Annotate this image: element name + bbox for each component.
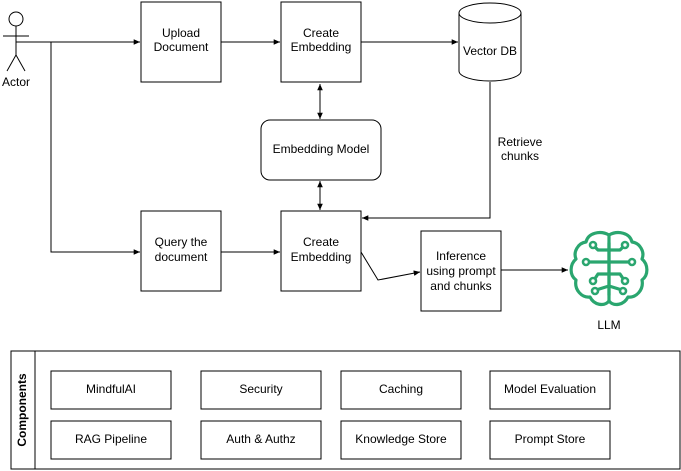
create-embedding-top-node	[280, 1, 362, 83]
actor-label: Actor	[2, 75, 30, 89]
create-embedding-top-label-line-1: Create	[303, 26, 339, 40]
inference-node	[420, 230, 502, 312]
vector-db-label: Vector DB	[463, 44, 517, 58]
component-auth-authz	[200, 420, 322, 460]
create-embedding-bottom-label-line-2: Embedding	[291, 250, 352, 264]
actor-stick-figure-icon	[3, 11, 29, 72]
component-prompt-store-label: Prompt Store	[515, 432, 586, 446]
component-mindfulai-label: MindfulAI	[86, 382, 136, 396]
llm-circuit-nodes	[581, 240, 637, 296]
create-embedding-bottom-node	[280, 210, 362, 292]
component-security-label: Security	[239, 382, 282, 396]
component-model-evaluation-label: Model Evaluation	[504, 382, 596, 396]
embedding-model-label: Embedding Model	[273, 142, 370, 156]
inference-label-line-1: Inference	[436, 249, 486, 263]
upload-document-node	[140, 1, 222, 83]
component-mindfulai	[50, 370, 172, 410]
upload-document-label-line-1: Upload	[162, 26, 200, 40]
component-security	[200, 370, 322, 410]
retrieve-chunks-label-line-2: chunks	[501, 149, 539, 163]
component-model-evaluation	[489, 370, 611, 410]
query-document-node	[140, 210, 222, 292]
llm-label: LLM	[597, 318, 620, 332]
component-prompt-store	[489, 420, 611, 460]
embedding-model-node	[260, 119, 382, 181]
inference-label-line-2: using prompt	[426, 264, 496, 278]
inference-label-line-3: and chunks	[430, 279, 491, 293]
components-title: Components	[15, 373, 29, 447]
component-caching	[340, 370, 462, 410]
component-caching-label: Caching	[379, 382, 423, 396]
vector-db-database-cylinder-icon	[458, 2, 522, 82]
component-knowledge-store	[340, 420, 462, 460]
upload-document-label-line-2: Document	[154, 40, 209, 54]
edge-actor-to-query	[50, 42, 140, 255]
query-document-label-line-1: Query the	[155, 235, 208, 249]
component-rag-pipeline	[50, 420, 172, 460]
edge-embedding-to-inference	[360, 251, 421, 281]
edge-vectordb-to-embedding	[362, 82, 491, 221]
component-auth-authz-label: Auth & Authz	[226, 432, 295, 446]
component-rag-pipeline-label: RAG Pipeline	[75, 432, 147, 446]
llm-brain-circuit-icon	[569, 231, 649, 307]
create-embedding-bottom-label-line-1: Create	[303, 235, 339, 249]
retrieve-chunks-label-line-1: Retrieve	[498, 135, 543, 149]
component-knowledge-store-label: Knowledge Store	[355, 432, 447, 446]
query-document-label-line-2: document	[155, 250, 208, 264]
create-embedding-top-label-line-2: Embedding	[291, 40, 352, 54]
